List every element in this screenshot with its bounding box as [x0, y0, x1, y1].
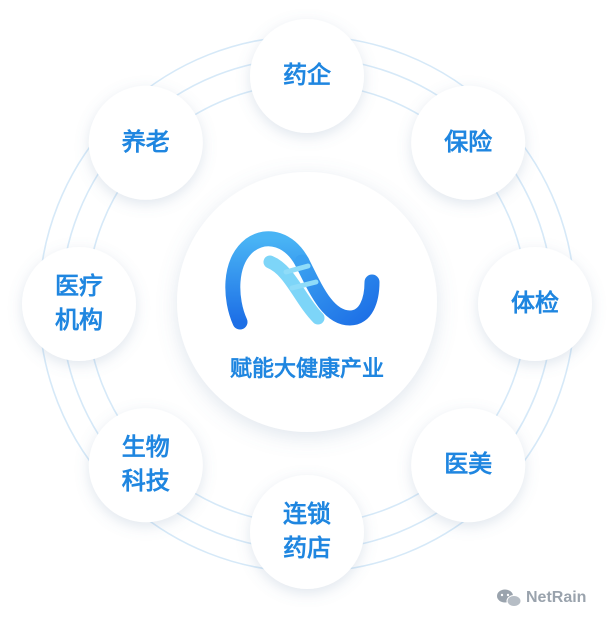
node-circle — [88, 85, 203, 200]
node-elderly-care: 养老 — [88, 85, 203, 200]
center-hub: 赋能大健康产业 — [177, 172, 437, 432]
node-pharma: 药企 — [250, 19, 364, 133]
node-circle — [22, 247, 136, 361]
node-label: 保险 — [443, 128, 493, 156]
node-label: 医美 — [444, 450, 492, 478]
node-label: 医疗 — [55, 272, 103, 300]
node-label: 连锁 — [283, 500, 331, 528]
node-circle — [411, 408, 526, 523]
node-label: 体检 — [511, 289, 559, 317]
node-circle — [478, 247, 592, 361]
watermark-text: NetRain — [526, 589, 586, 606]
node-circle — [88, 408, 203, 523]
node-circle — [250, 19, 364, 133]
center-title: 赋能大健康产业 — [230, 356, 384, 382]
watermark: NetRain — [497, 589, 586, 607]
node-checkup: 体检 — [478, 247, 592, 361]
node-label: 生物 — [122, 433, 170, 461]
node-label: 药店 — [283, 534, 331, 562]
node-circle — [411, 85, 526, 200]
node-aesthetics: 医美 — [411, 408, 526, 523]
node-label: 药企 — [283, 61, 332, 89]
node-circle — [250, 475, 364, 589]
node-label: 机构 — [55, 306, 103, 334]
node-label: 科技 — [122, 467, 171, 495]
node-label: 养老 — [121, 128, 170, 156]
wechat-icon — [497, 589, 522, 607]
n-helix-logo-icon — [225, 231, 380, 330]
node-insurance: 保险 — [411, 85, 526, 200]
